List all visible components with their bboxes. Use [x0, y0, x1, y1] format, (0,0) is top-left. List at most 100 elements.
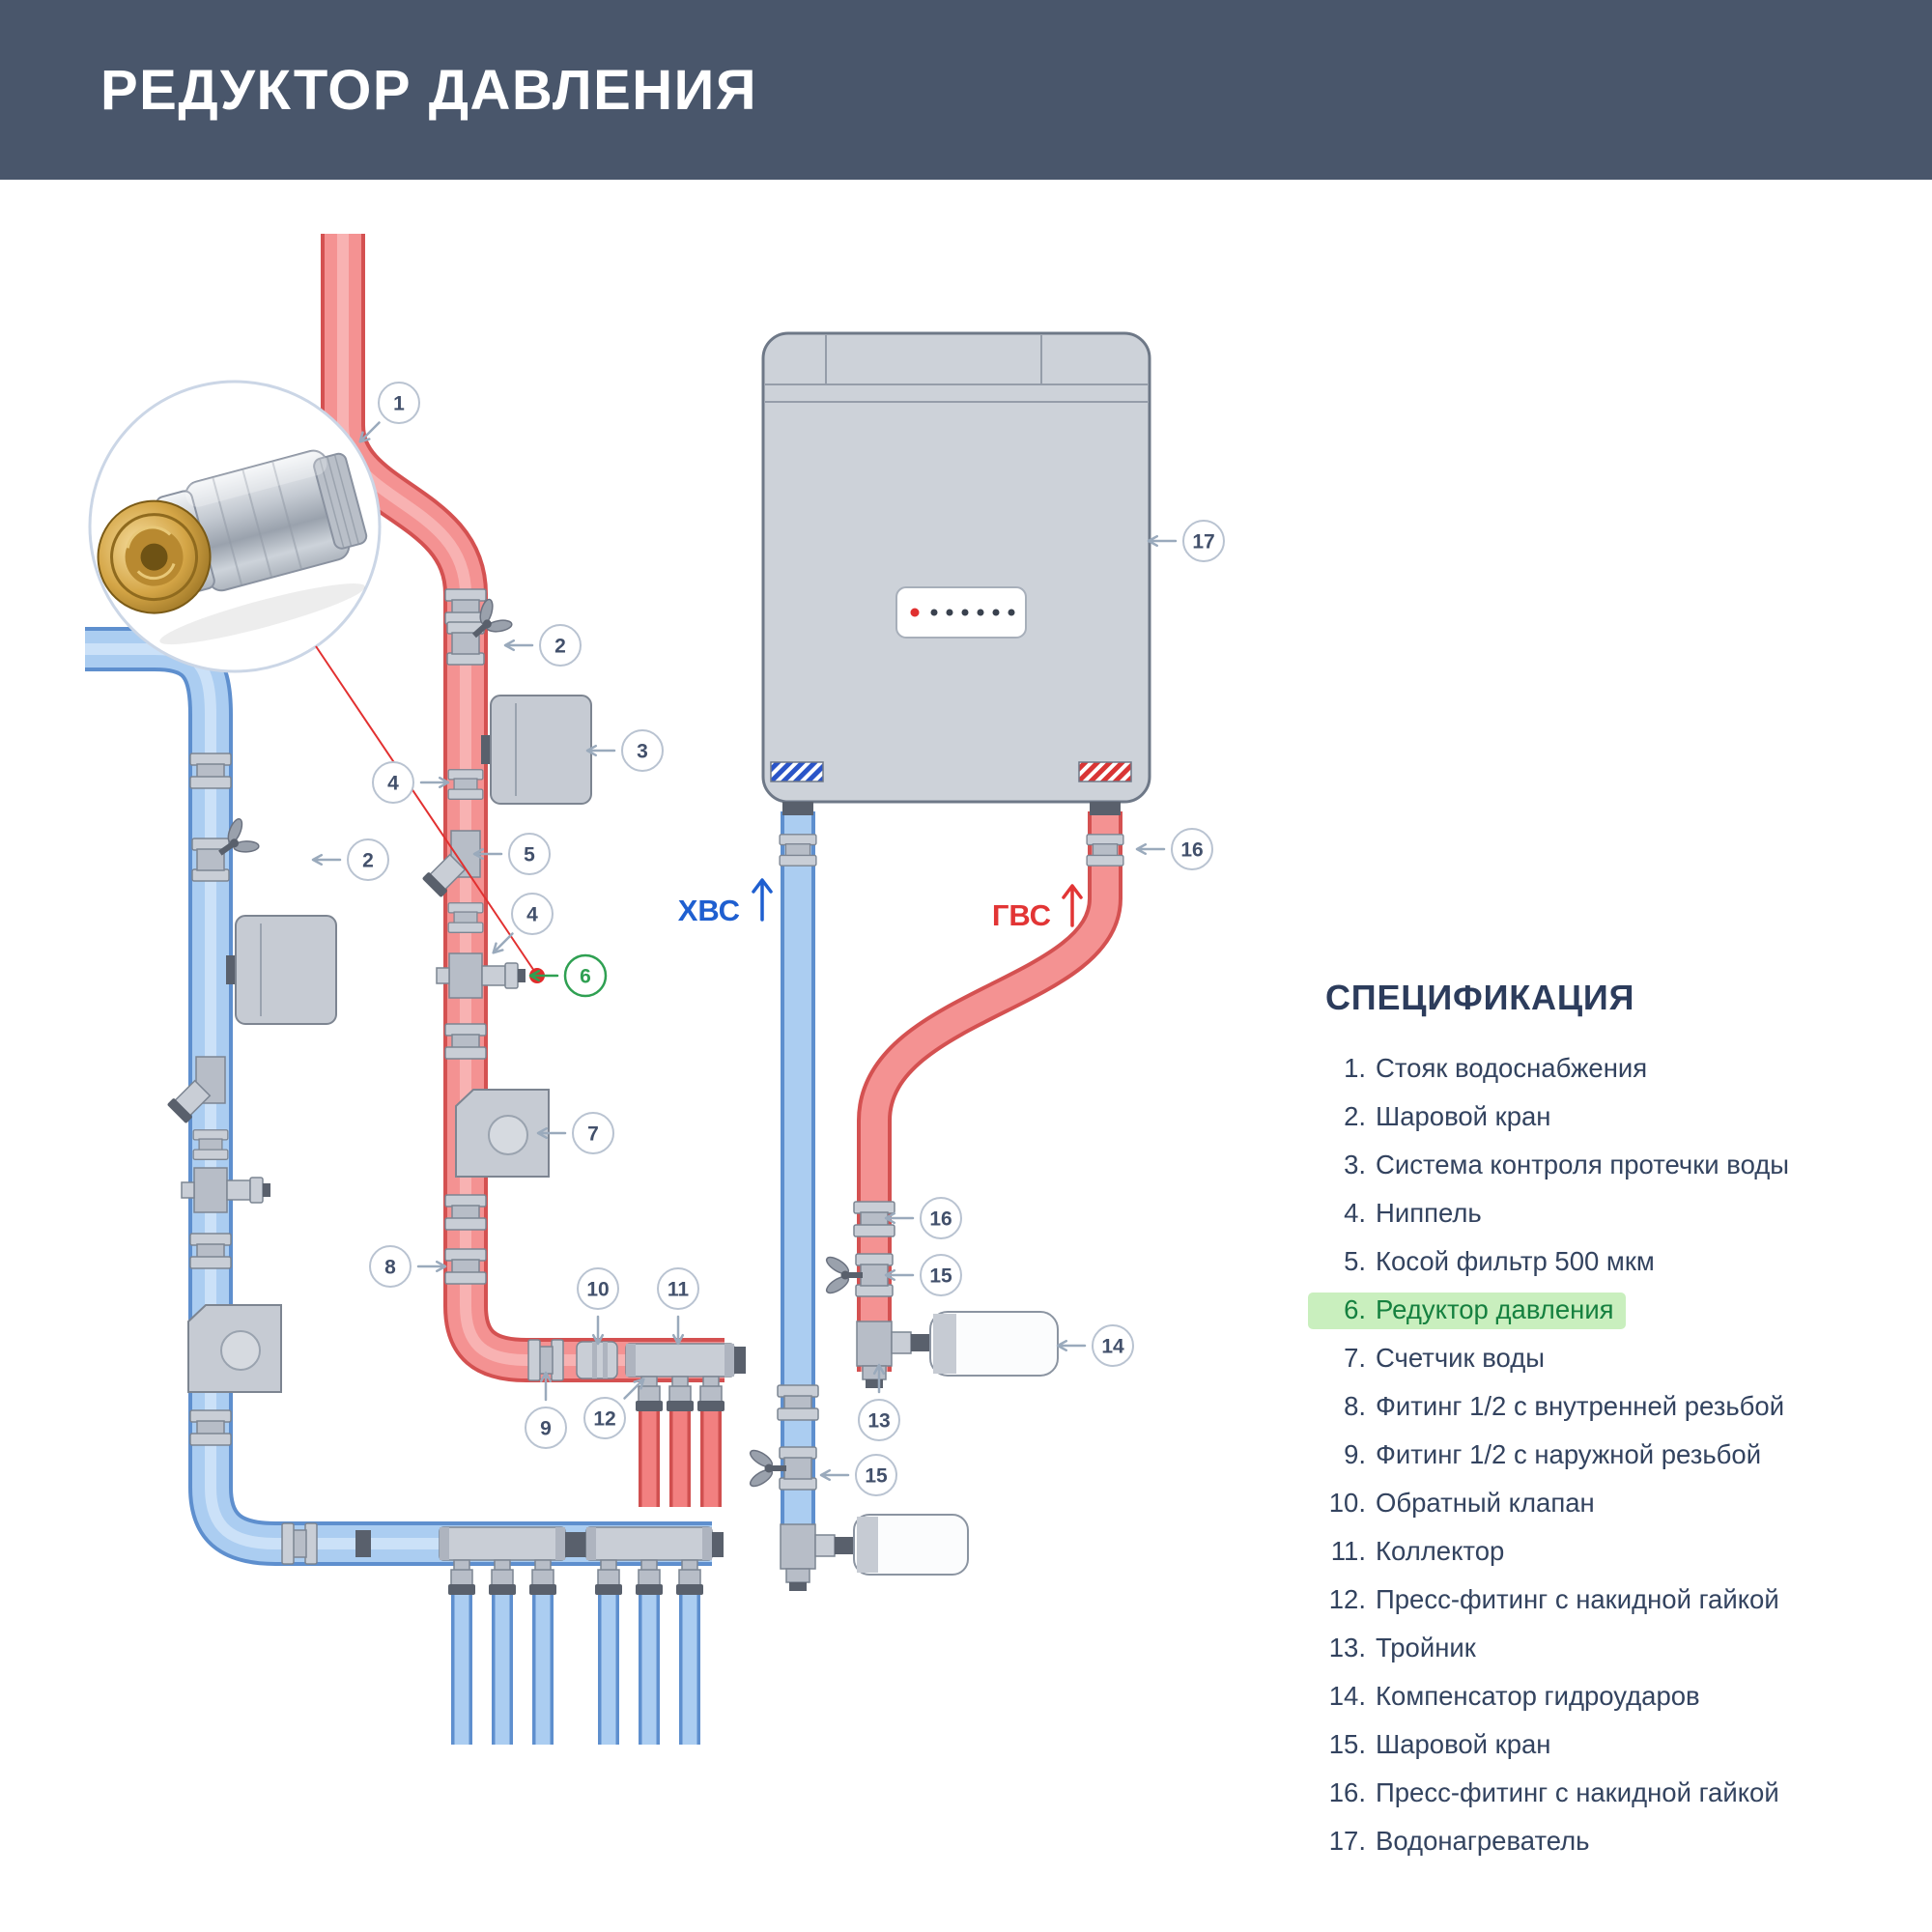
spec-item-label: Ниппель [1376, 1198, 1482, 1228]
press-fitting [447, 1569, 476, 1596]
pressure-reducer [436, 952, 526, 999]
spec-item-number: 5. [1344, 1246, 1366, 1276]
callout-arrow [536, 1126, 567, 1140]
svg-text:11: 11 [668, 1279, 690, 1301]
spec-item-6: 6.Редуктор давления [1308, 1293, 1915, 1329]
svg-text:4: 4 [526, 904, 538, 926]
spec-item-number: 15. [1328, 1729, 1366, 1759]
callout-arrow [1135, 842, 1166, 856]
press-fitting [594, 1569, 623, 1596]
water-hammer-arrestor [853, 1514, 969, 1576]
press-fitting [675, 1569, 704, 1596]
spec-item-number: 16. [1328, 1777, 1366, 1807]
cold-up-arrow [752, 878, 773, 922]
callout-arrow [585, 744, 616, 757]
callout-16: 16 [1135, 828, 1213, 870]
press-fitting [777, 1384, 819, 1421]
callout-arrow [1056, 1339, 1087, 1352]
press-coupler [565, 1532, 586, 1557]
press-fitting [635, 1569, 664, 1596]
callout-4: 4 [492, 893, 554, 954]
spec-item-number: 7. [1344, 1343, 1366, 1373]
callout-arrow [1147, 534, 1178, 548]
callout-arrow [503, 639, 534, 652]
svg-text:16: 16 [929, 1208, 952, 1231]
union-fitting [444, 1194, 487, 1231]
callout-arrow [311, 853, 342, 867]
svg-text:7: 7 [587, 1123, 599, 1146]
spec-item-label: Фитинг 1/2 с наружной резьбой [1376, 1439, 1762, 1469]
check-valve [576, 1341, 618, 1379]
power-indicator-dot [910, 608, 920, 617]
spec-item-13: 13.Тройник [1316, 1631, 1915, 1667]
hot-outlet-pipes [639, 1408, 722, 1507]
press-fitting [488, 1569, 517, 1596]
spec-item-label: Обратный клапан [1376, 1488, 1595, 1518]
svg-text:2: 2 [554, 636, 566, 658]
callout-15: 15 [819, 1454, 897, 1496]
collector-manifold-cold-2 [585, 1526, 724, 1573]
callout-arrow [472, 847, 503, 861]
callout-1: 1 [358, 382, 420, 443]
tee-fitting [856, 1321, 930, 1388]
spec-item-4: 4.Ниппель [1316, 1196, 1915, 1233]
spec-item-5: 5. Косой фильтр 500 мкм [1316, 1244, 1915, 1281]
callout-arrow [492, 932, 514, 954]
spec-item-number: 12. [1328, 1584, 1366, 1614]
svg-text:3: 3 [637, 741, 648, 763]
callout-arrow [419, 776, 450, 789]
hot-outlet-marker [1078, 761, 1132, 782]
callout-arrow [539, 1371, 553, 1402]
press-fitting [696, 1385, 725, 1412]
callout-5: 5 [472, 833, 551, 875]
spec-item-label: Компенсатор гидроударов [1376, 1681, 1700, 1711]
callout-17: 17 [1147, 520, 1225, 562]
spec-item-14: 14. Компенсатор гидроударов [1316, 1679, 1915, 1716]
callout-14: 14 [1056, 1324, 1134, 1367]
svg-text:16: 16 [1180, 839, 1203, 862]
ball-valve [191, 838, 230, 882]
cold-column-fittings [165, 753, 724, 1596]
svg-text:1: 1 [393, 393, 405, 415]
callout-arrow [358, 421, 381, 443]
press-fitting [635, 1385, 664, 1412]
svg-text:2: 2 [362, 850, 374, 872]
spec-item-number: 8. [1344, 1391, 1366, 1421]
spec-item-label: Пресс-фитинг с накидной гайкой [1376, 1584, 1779, 1614]
callout-10: 10 [577, 1267, 619, 1346]
svg-text:10: 10 [586, 1279, 609, 1301]
hot-flow-label: ГВС [992, 884, 1083, 932]
callout-arrow [528, 969, 559, 982]
callout-arrow [819, 1468, 850, 1482]
callout-8: 8 [369, 1245, 447, 1288]
svg-text:15: 15 [929, 1265, 952, 1288]
leak-control-unit [225, 915, 337, 1025]
spec-item-number: 14. [1328, 1681, 1366, 1711]
page-title: РЕДУКТОР ДАВЛЕНИЯ [100, 58, 758, 122]
union-fitting [189, 1233, 232, 1269]
svg-text:5: 5 [524, 844, 535, 867]
spec-item-3: 3.Система контроля протечки воды [1316, 1148, 1915, 1184]
spec-item-label: Тройник [1376, 1633, 1476, 1662]
callout-arrow [884, 1268, 915, 1282]
inset-leader-line [315, 645, 537, 975]
union-fitting [444, 1023, 487, 1060]
callout-16: 16 [884, 1197, 962, 1239]
callout-13: 13 [858, 1363, 900, 1441]
union-fitting [189, 753, 232, 789]
hot-supply-from-heater-pipe [857, 811, 1122, 1372]
spec-item-label: Косой фильтр 500 мкм [1376, 1246, 1655, 1276]
spec-item-16: 16.Пресс-фитинг с накидной гайкой [1316, 1776, 1915, 1812]
cold-flow-label: ХВС [678, 878, 773, 927]
spec-item-label: Коллектор [1376, 1536, 1505, 1566]
nipple-fitting [447, 769, 484, 800]
spec-item-12: 12. Пресс-фитинг с накидной гайкой [1316, 1582, 1915, 1619]
collector-manifold-hot [625, 1343, 746, 1389]
callout-arrow [623, 1378, 645, 1400]
svg-text:15: 15 [865, 1465, 888, 1488]
cold-inlet-marker [770, 761, 824, 782]
press-fitting [528, 1569, 557, 1596]
press-fitting [1086, 834, 1124, 867]
